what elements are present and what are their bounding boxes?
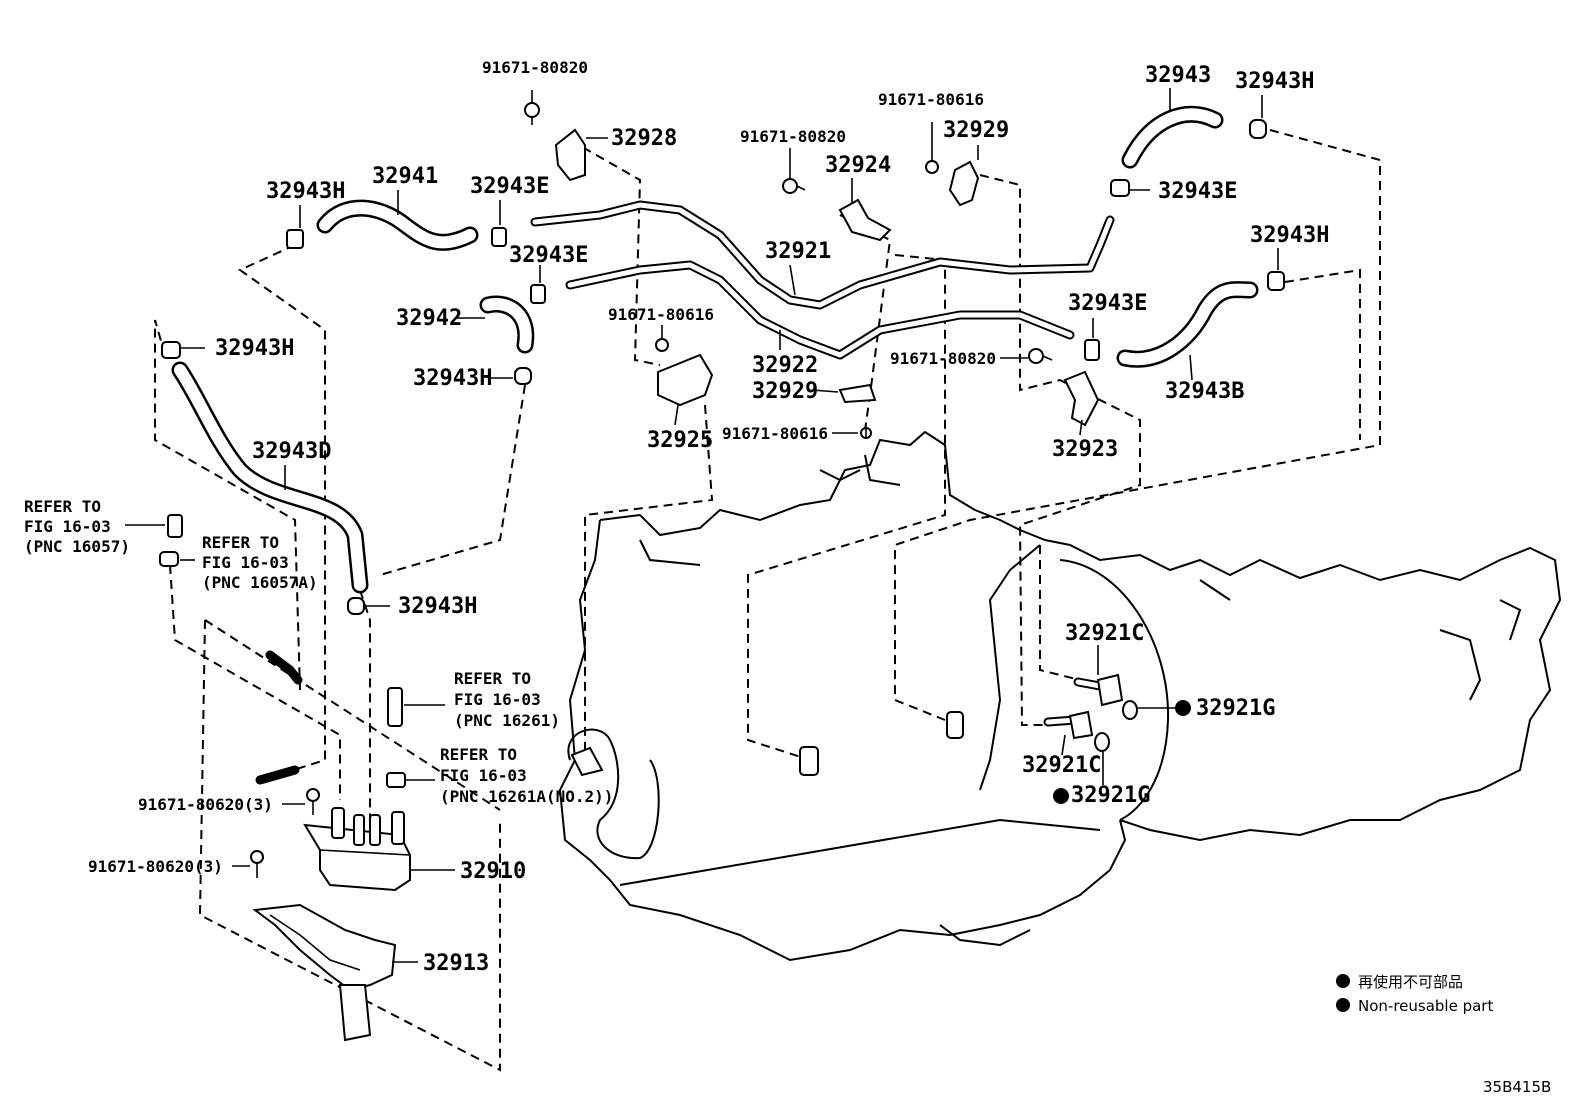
reference-note-line: (PNC 16057A): [202, 573, 318, 592]
callout-bracket-32923[interactable]: 32923: [1052, 437, 1118, 462]
legend-label-en: Non-reusable part: [1358, 997, 1493, 1015]
callout-labels: 91671-80820 32928 91671-80616 32929 9167…: [88, 58, 1329, 976]
callout-pipe-32921[interactable]: 32921: [765, 239, 831, 264]
callout-gasket-32921G[interactable]: 32921G: [1071, 783, 1150, 808]
callout-bolt-91671-80820[interactable]: 91671-80820: [482, 58, 588, 77]
callout-leaders: [125, 88, 1279, 963]
callout-bolt-91671-80616[interactable]: 91671-80616: [878, 90, 984, 109]
reference-note-line: (PNC 16057): [24, 537, 130, 556]
callout-clamp-32929[interactable]: 32929: [943, 118, 1009, 143]
reference-note-line: FIG 16-03: [454, 690, 541, 709]
hoses: [171, 105, 1259, 594]
reference-note-line: REFER TO: [454, 669, 531, 688]
callout-clip-32943H[interactable]: 32943H: [1250, 223, 1329, 248]
reference-note-line: REFER TO: [440, 745, 517, 764]
callout-clamp-32929[interactable]: 32929: [752, 379, 818, 404]
callout-hose-32943D[interactable]: 32943D: [252, 439, 331, 464]
reference-note-line: (PNC 16261A(NO.2)): [440, 787, 613, 806]
callout-bolt-91671-80616[interactable]: 91671-80616: [722, 424, 828, 443]
callout-bracket-32925[interactable]: 32925: [647, 428, 713, 453]
non-reusable-markers: [1053, 700, 1191, 804]
callout-clamp-32943E[interactable]: 32943E: [1158, 179, 1237, 204]
reference-note-line: FIG 16-03: [440, 766, 527, 785]
reference-note-line: REFER TO: [24, 497, 101, 516]
reference-notes: REFER TO FIG 16-03 (PNC 16057) REFER TO …: [24, 497, 613, 806]
reference-note-line: REFER TO: [202, 533, 279, 552]
callout-hose-32941[interactable]: 32941: [372, 164, 438, 189]
reference-note-line: FIG 16-03: [24, 517, 111, 536]
callout-hose-32942[interactable]: 32942: [396, 306, 462, 331]
callout-bolt-91671-80820[interactable]: 91671-80820: [740, 127, 846, 146]
callout-bolt-91671-80620[interactable]: 91671-80620(3): [138, 795, 273, 814]
callout-clamp-32943E[interactable]: 32943E: [1068, 291, 1147, 316]
callout-cooler-32910[interactable]: 32910: [460, 859, 526, 884]
reference-note-line: (PNC 16261): [454, 711, 560, 730]
pipes: [255, 200, 1115, 785]
callout-clip-32943H[interactable]: 32943H: [413, 366, 492, 391]
non-reusable-marker: [1053, 788, 1069, 804]
callout-hose-32943[interactable]: 32943: [1145, 63, 1211, 88]
callout-union-32921C[interactable]: 32921C: [1022, 753, 1101, 778]
callout-bracket-32928[interactable]: 32928: [611, 126, 677, 151]
legend-marker: [1336, 974, 1350, 988]
callout-gasket-32921G[interactable]: 32921G: [1196, 696, 1275, 721]
small-parts: [159, 102, 1285, 1042]
callout-bracket-32913[interactable]: 32913: [423, 951, 489, 976]
reference-note-line: FIG 16-03: [202, 553, 289, 572]
callout-clip-32943H[interactable]: 32943H: [266, 179, 345, 204]
legend-marker: [1336, 998, 1350, 1012]
callout-clamp-32943E[interactable]: 32943E: [470, 174, 549, 199]
figure-code: 35B415B: [1483, 1078, 1551, 1096]
callout-clip-32943H[interactable]: 32943H: [1235, 69, 1314, 94]
callout-clip-32943H[interactable]: 32943H: [398, 594, 477, 619]
callout-bolt-91671-80820[interactable]: 91671-80820: [890, 349, 996, 368]
callout-pipe-32922[interactable]: 32922: [752, 353, 818, 378]
callout-clamp-32943E[interactable]: 32943E: [509, 243, 588, 268]
non-reusable-marker: [1175, 700, 1191, 716]
legend-label-jp: 再使用不可部品: [1358, 973, 1463, 991]
callout-hose-32943B[interactable]: 32943B: [1165, 379, 1244, 404]
callout-clip-32943H[interactable]: 32943H: [215, 336, 294, 361]
callout-bolt-91671-80620[interactable]: 91671-80620(3): [88, 857, 223, 876]
callout-union-32921C[interactable]: 32921C: [1065, 621, 1144, 646]
legend: 再使用不可部品 Non-reusable part: [1336, 973, 1493, 1015]
callout-bracket-32924[interactable]: 32924: [825, 153, 891, 178]
engine-outline: [558, 430, 1562, 962]
callout-bolt-91671-80616[interactable]: 91671-80616: [608, 305, 714, 324]
